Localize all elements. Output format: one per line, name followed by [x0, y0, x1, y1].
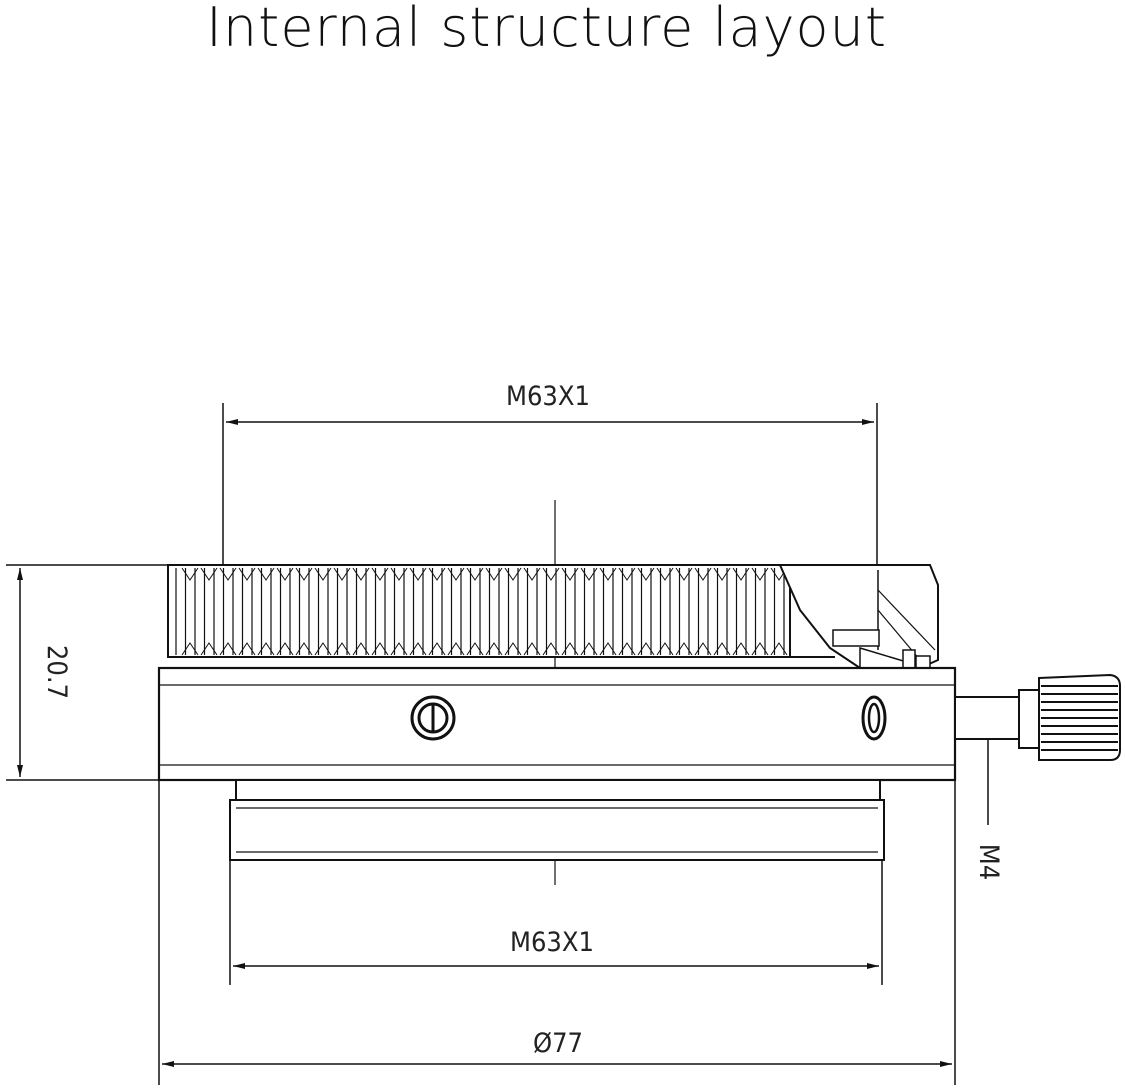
top-thread-dimension: M63X1	[222, 381, 878, 570]
knurl-tooth	[523, 642, 541, 656]
knurl-tooth	[238, 567, 256, 581]
main-body	[157, 666, 957, 782]
knurl-tooth	[637, 642, 655, 656]
knurl-tooth	[371, 567, 389, 581]
knurl-tooth	[713, 567, 731, 581]
knurl-tooth	[238, 642, 256, 656]
knurl-tooth	[542, 567, 560, 581]
knurled-ring	[167, 564, 835, 658]
knurl-tooth	[276, 642, 294, 656]
knurl-tooth	[466, 567, 484, 581]
knurl-tooth	[618, 567, 636, 581]
knurl-tooth	[542, 642, 560, 656]
knurl-tooth	[390, 642, 408, 656]
m4-leader: M4	[973, 739, 1004, 880]
height-dimension: 20.7	[6, 564, 178, 781]
knurl-tooth	[333, 567, 351, 581]
knurl-tooth	[333, 642, 351, 656]
knurl-lines	[175, 567, 788, 656]
knurl-tooth	[618, 642, 636, 656]
knurl-tooth	[409, 642, 427, 656]
knurl-tooth	[257, 567, 275, 581]
knurl-tooth	[656, 642, 674, 656]
knurl-tooth	[447, 567, 465, 581]
knurl-tooth	[200, 567, 218, 581]
knurl-tooth	[504, 567, 522, 581]
knurl-tooth	[675, 642, 693, 656]
knurl-tooth	[656, 567, 674, 581]
side-knob	[954, 673, 1121, 761]
bottom-thread-label: M63X1	[510, 927, 594, 958]
knurl-tooth	[637, 567, 655, 581]
screw-right	[861, 695, 887, 741]
knurl-tooth	[713, 642, 731, 656]
knurl-tooth	[523, 567, 541, 581]
bottom-thread-dimension: M63X1	[229, 860, 883, 985]
diameter-label: Ø77	[533, 1028, 583, 1059]
knurl-tooth	[599, 567, 617, 581]
knob-knurl-lines	[1041, 685, 1118, 751]
knurl-tooth	[466, 642, 484, 656]
knurl-tooth	[200, 642, 218, 656]
knurl-tooth	[352, 642, 370, 656]
knurl-tooth	[409, 567, 427, 581]
knurl-tooth	[181, 567, 199, 581]
knurl-tooth	[447, 642, 465, 656]
knurl-tooth	[751, 567, 769, 581]
knurl-tooth	[485, 567, 503, 581]
m4-label: M4	[973, 844, 1004, 880]
knurl-tooth	[675, 567, 693, 581]
knurl-tooth	[732, 567, 750, 581]
knurl-tooth	[219, 567, 237, 581]
knurl-tooth	[561, 567, 579, 581]
knurl-tooth	[770, 642, 788, 656]
knurl-tooth	[561, 642, 579, 656]
knurl-tooth	[371, 642, 389, 656]
knurl-tooth	[599, 642, 617, 656]
height-label: 20.7	[41, 645, 72, 699]
knurl-tooth	[390, 567, 408, 581]
knurl-tooth	[694, 642, 712, 656]
knurl-tooth	[314, 642, 332, 656]
knurl-tooth	[504, 642, 522, 656]
diameter-dimension: Ø77	[158, 780, 956, 1085]
knurl-tooth	[295, 642, 313, 656]
knurl-tooth	[428, 567, 446, 581]
page-title: Internal structure layout	[206, 0, 887, 59]
top-thread-label: M63X1	[506, 381, 590, 412]
bottom-thread-section	[229, 779, 885, 861]
knurl-tooth	[219, 642, 237, 656]
knurl-tooth	[276, 567, 294, 581]
knurl-tooth	[295, 567, 313, 581]
right-chamfer-section	[778, 564, 941, 686]
knurl-tooth	[485, 642, 503, 656]
knurl-tooth	[428, 642, 446, 656]
knurl-tooth	[694, 567, 712, 581]
knurl-tooth	[580, 642, 598, 656]
knurl-tooth	[181, 642, 199, 656]
screw-left	[410, 695, 456, 741]
knurl-tooth	[257, 642, 275, 656]
knurl-tooth	[352, 567, 370, 581]
knurl-tooth	[580, 567, 598, 581]
knurl-tooth	[732, 642, 750, 656]
knurl-tooth	[751, 642, 769, 656]
knurl-tooth	[314, 567, 332, 581]
